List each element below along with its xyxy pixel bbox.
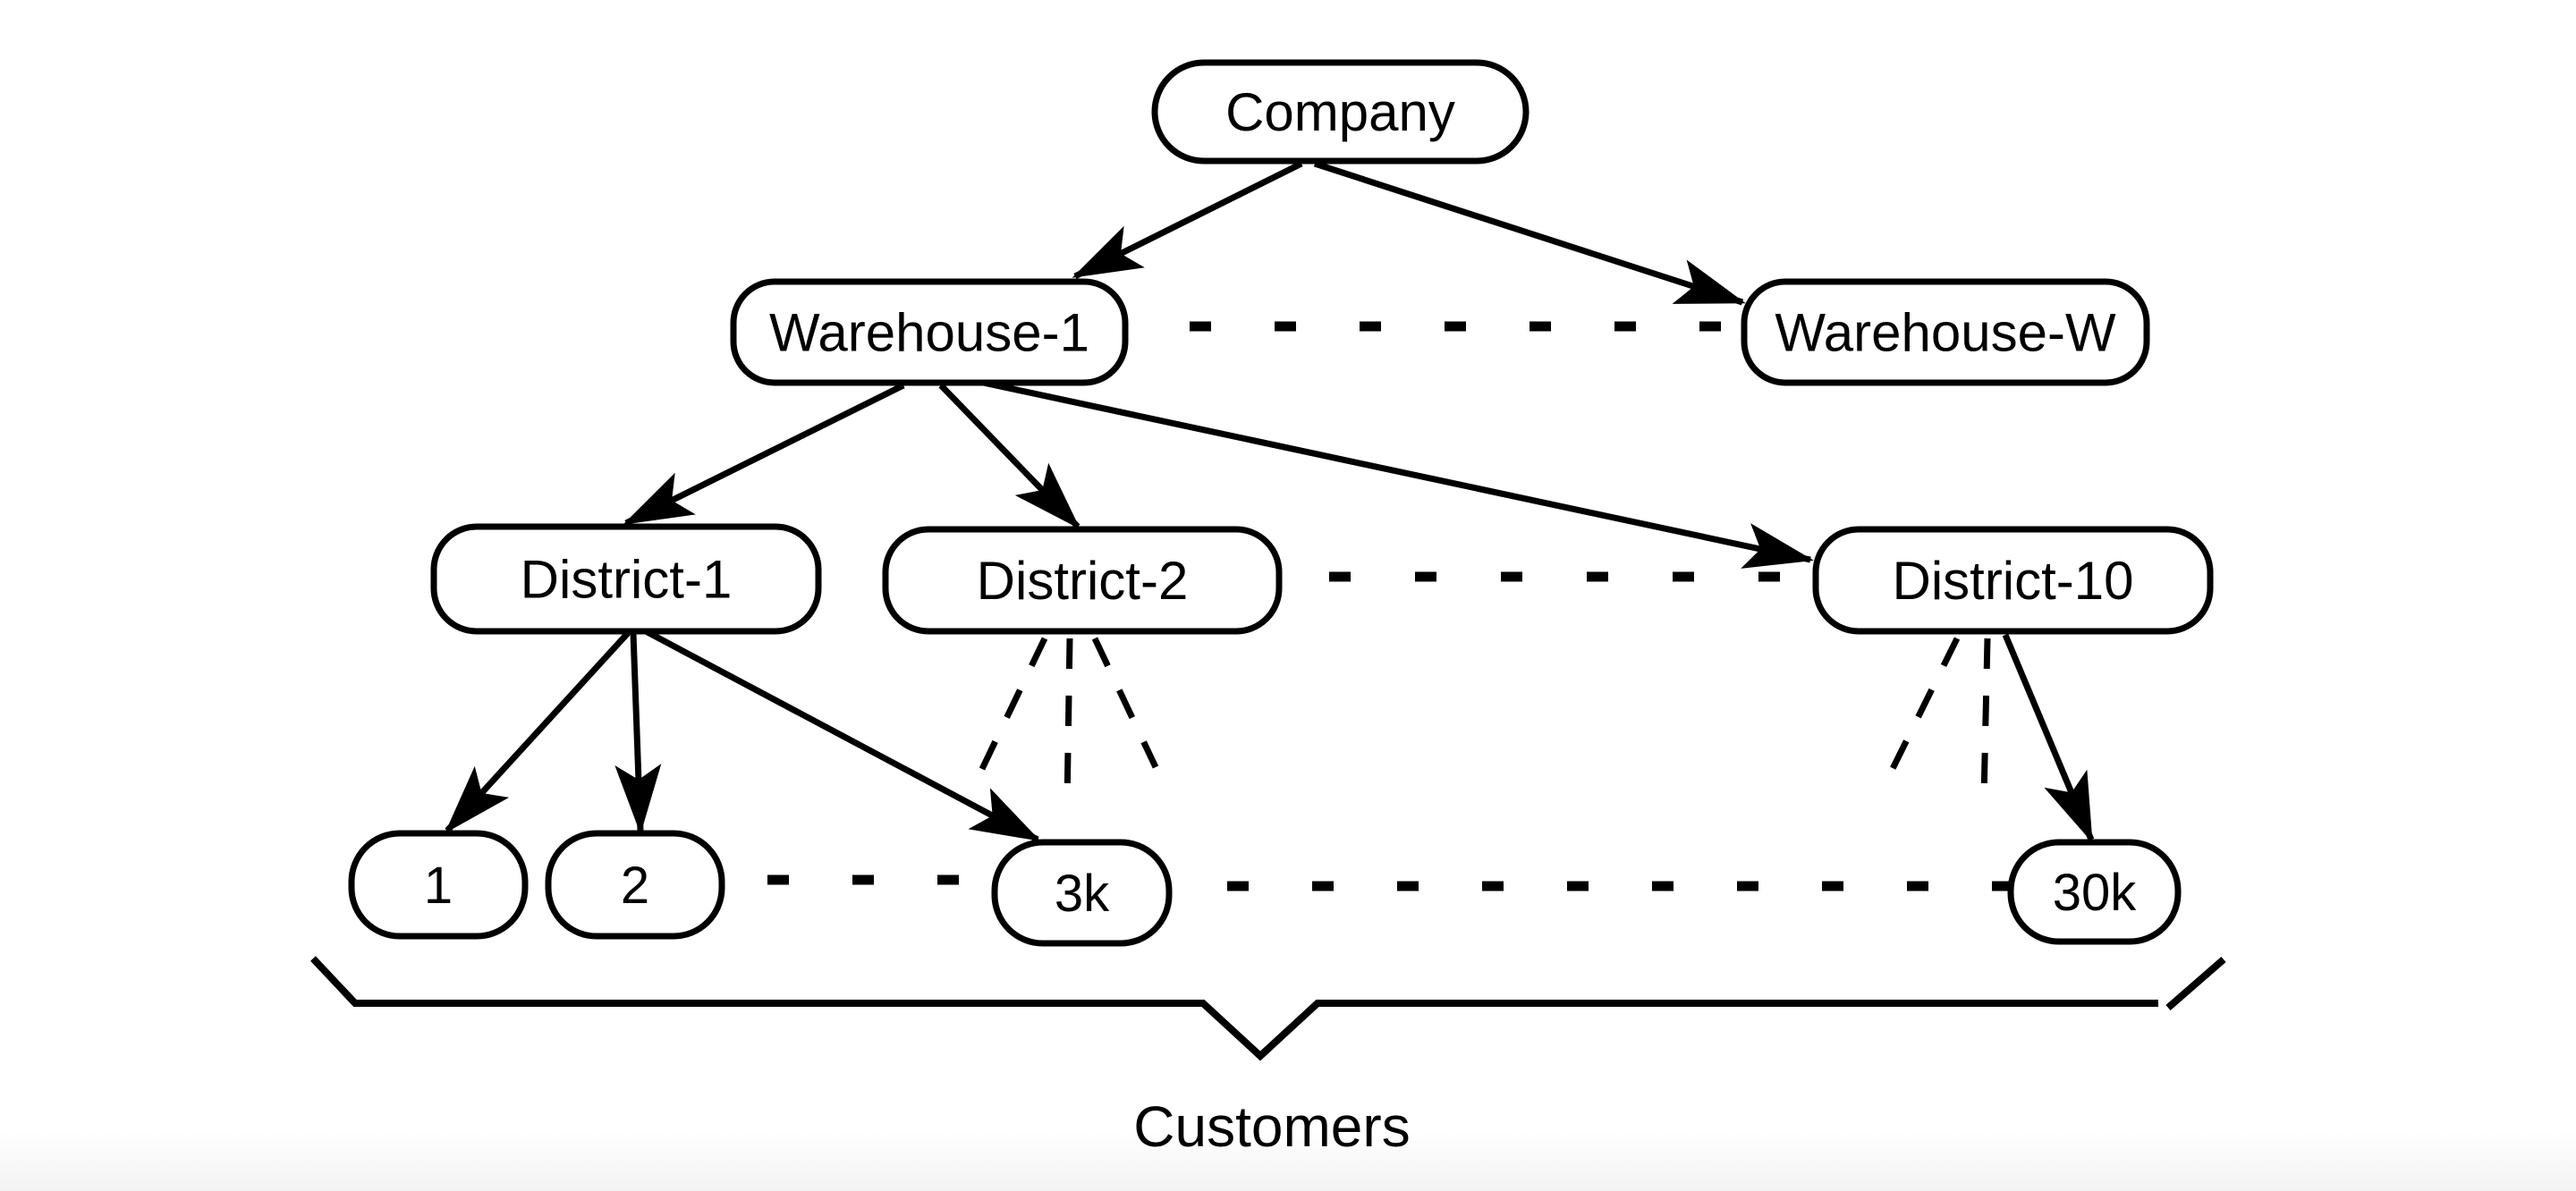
node-warehouse-1 <box>730 278 1129 386</box>
edge-warehouse-1-to-district-2 <box>938 383 1080 529</box>
dash-customer-ellipsis-a <box>937 874 959 885</box>
dash-customer-ellipsis-b <box>1567 881 1589 891</box>
dash-customer-ellipsis-a <box>852 874 874 885</box>
node-district-10 <box>1812 526 2214 635</box>
edge-district-1-to-customer-1 <box>445 630 631 833</box>
dashed-fan-district-2 <box>1063 638 1073 807</box>
node-warehouse-w <box>1741 278 2150 386</box>
dash-customer-ellipsis-b <box>1227 881 1249 891</box>
edge-company-to-warehouse-w <box>1313 160 1746 306</box>
dash-customer-ellipsis-b <box>1652 881 1674 891</box>
dash-customer-ellipsis-b <box>1822 881 1843 891</box>
node-district-1 <box>430 523 822 635</box>
dash-warehouse-ellipsis <box>1530 321 1551 332</box>
dash-customer-ellipsis-a <box>767 874 789 885</box>
node-label-district-1: District-1 <box>521 550 733 610</box>
dash-warehouse-ellipsis <box>1614 321 1636 332</box>
node-label-district-2: District-2 <box>977 551 1189 611</box>
node-label-warehouse-1: Warehouse-1 <box>769 303 1089 363</box>
dash-warehouse-ellipsis <box>1445 321 1466 332</box>
dash-customer-ellipsis-b <box>1737 881 1758 891</box>
dash-warehouse-ellipsis <box>1360 321 1381 332</box>
edge-company-to-warehouse-1 <box>1072 160 1303 280</box>
node-customer-1 <box>348 830 529 940</box>
edge-warehouse-1-to-district-10 <box>974 377 1814 569</box>
edge-district-1-to-customer-2 <box>614 632 662 834</box>
dash-warehouse-ellipsis <box>1275 321 1296 332</box>
node-label-customer-1: 1 <box>424 857 453 915</box>
dashed-fan-district-10 <box>1878 637 1961 792</box>
dashed-fan-district-2 <box>979 637 1048 771</box>
dash-customer-ellipsis-b <box>1482 881 1504 891</box>
edge-district-10-to-customer-30k <box>2002 633 2095 843</box>
dash-district-ellipsis <box>1415 571 1436 582</box>
node-label-customer-30k: 30k <box>2053 864 2138 922</box>
edge-district-1-to-customer-3k <box>644 628 1041 843</box>
dash-district-ellipsis <box>1501 571 1522 582</box>
dashed-fan-district-10 <box>1980 638 1991 799</box>
node-customer-2 <box>545 830 725 940</box>
dash-district-ellipsis <box>1587 571 1608 582</box>
customers-brace-end-slash <box>2165 956 2226 1011</box>
node-label-warehouse-w: Warehouse-W <box>1775 303 2116 363</box>
dash-customer-ellipsis-b <box>1992 881 2013 891</box>
dash-district-ellipsis <box>1758 571 1780 582</box>
dash-customer-ellipsis-b <box>1907 881 1928 891</box>
node-label-customer-3k: 3k <box>1055 865 1110 923</box>
caption-customers: Customers <box>1133 1094 1410 1159</box>
node-label-company: Company <box>1225 82 1455 142</box>
dashed-fan-district-2 <box>1091 637 1159 769</box>
node-customer-30k <box>2007 839 2182 945</box>
node-label-district-10: District-10 <box>1892 551 2133 611</box>
dash-customer-ellipsis-b <box>1397 881 1419 891</box>
dash-district-ellipsis <box>1673 571 1694 582</box>
node-district-2 <box>882 526 1283 635</box>
dash-warehouse-ellipsis <box>1190 321 1211 332</box>
edge-warehouse-1-to-district-1 <box>623 382 905 527</box>
node-label-customer-2: 2 <box>621 857 649 915</box>
node-customer-3k <box>991 839 1173 947</box>
dash-district-ellipsis <box>1329 571 1351 582</box>
customers-brace <box>310 956 2158 1061</box>
dash-warehouse-ellipsis <box>1699 321 1721 332</box>
node-company <box>1151 59 1530 165</box>
dash-customer-ellipsis-b <box>1312 881 1334 891</box>
